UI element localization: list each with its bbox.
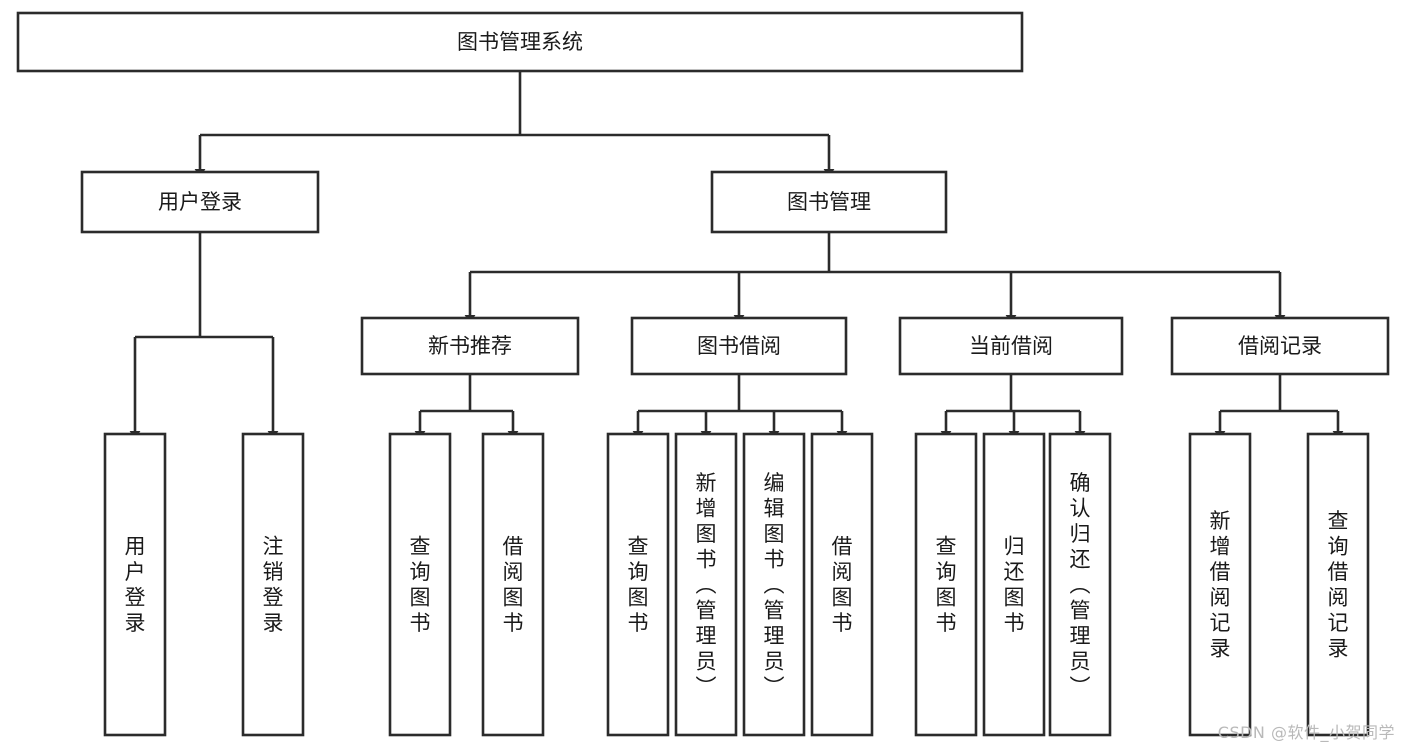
level3-node-借阅记录[interactable]: 借阅记录 xyxy=(1170,316,1390,376)
leaf-node-编辑图书（管理员）-box[interactable] xyxy=(742,432,806,737)
leaf-node-确认归还（管理员）[interactable]: 确认归还︵管理员︶ xyxy=(1048,432,1112,737)
leaf-node-借阅图书-label: 借阅图书 xyxy=(503,535,524,636)
level3-node-借阅记录-box[interactable] xyxy=(1170,316,1390,376)
leaf-node-确认归还（管理员）-label: 确认归还︵管理员︶ xyxy=(1070,471,1091,699)
level3-node-图书借阅-box[interactable] xyxy=(630,316,848,376)
leaf-node-新增图书（管理员）-box[interactable] xyxy=(674,432,738,737)
root-node-图书管理系统-label: 图书管理系统 xyxy=(457,30,583,54)
leaf-node-新增借阅记录-box[interactable] xyxy=(1188,432,1252,737)
level2-node-图书管理-label: 图书管理 xyxy=(787,190,871,214)
leaf-node-新增图书（管理员）-label: 新增图书︵管理员︶ xyxy=(696,471,717,699)
leaf-node-编辑图书（管理员）-label: 编辑图书︵管理员︶ xyxy=(764,471,785,699)
leaf-node-查询图书[interactable]: 查询图书 xyxy=(606,432,670,737)
leaf-node-新增借阅记录-label: 新增借阅记录 xyxy=(1210,509,1231,661)
level3-node-图书借阅[interactable]: 图书借阅 xyxy=(630,316,848,376)
leaf-node-查询图书-box[interactable] xyxy=(914,432,978,737)
level2-node-图书管理-box[interactable] xyxy=(710,170,948,234)
leaf-node-查询图书-box[interactable] xyxy=(388,432,452,737)
leaf-node-查询图书-label: 查询图书 xyxy=(410,535,431,636)
level3-node-图书借阅-label: 图书借阅 xyxy=(697,334,781,358)
leaf-node-查询借阅记录-box[interactable] xyxy=(1306,432,1370,737)
leaf-node-注销登录-box[interactable] xyxy=(241,432,305,737)
leaf-node-借阅图书[interactable]: 借阅图书 xyxy=(481,432,545,737)
leaf-node-编辑图书（管理员）[interactable]: 编辑图书︵管理员︶ xyxy=(742,432,806,737)
leaf-node-借阅图书-label: 借阅图书 xyxy=(832,535,853,636)
leaf-node-用户登录[interactable]: 用户登录 xyxy=(103,432,167,737)
leaf-node-归还图书-box[interactable] xyxy=(982,432,1046,737)
leaf-node-查询图书[interactable]: 查询图书 xyxy=(914,432,978,737)
nodes-layer: 图书管理系统用户登录图书管理新书推荐图书借阅当前借阅借阅记录用户登录注销登录查询… xyxy=(16,11,1390,737)
level2-node-用户登录-box[interactable] xyxy=(80,170,320,234)
leaf-node-归还图书[interactable]: 归还图书 xyxy=(982,432,1046,737)
leaf-node-归还图书-label: 归还图书 xyxy=(1004,535,1025,636)
level3-node-新书推荐-box[interactable] xyxy=(360,316,580,376)
leaf-node-查询图书-label: 查询图书 xyxy=(628,535,649,636)
leaf-node-用户登录-label: 用户登录 xyxy=(125,535,146,636)
level3-node-新书推荐[interactable]: 新书推荐 xyxy=(360,316,580,376)
leaf-node-新增图书（管理员）[interactable]: 新增图书︵管理员︶ xyxy=(674,432,738,737)
root-node-图书管理系统[interactable]: 图书管理系统 xyxy=(16,11,1024,73)
leaf-node-查询借阅记录[interactable]: 查询借阅记录 xyxy=(1306,432,1370,737)
level2-node-图书管理[interactable]: 图书管理 xyxy=(710,170,948,234)
leaf-node-新增借阅记录[interactable]: 新增借阅记录 xyxy=(1188,432,1252,737)
leaf-node-注销登录-label: 注销登录 xyxy=(263,535,284,636)
leaf-node-借阅图书-box[interactable] xyxy=(810,432,874,737)
leaf-node-借阅图书-box[interactable] xyxy=(481,432,545,737)
leaf-node-确认归还（管理员）-box[interactable] xyxy=(1048,432,1112,737)
level3-node-当前借阅[interactable]: 当前借阅 xyxy=(898,316,1124,376)
level2-node-用户登录-label: 用户登录 xyxy=(158,190,242,214)
level3-node-新书推荐-label: 新书推荐 xyxy=(428,334,512,358)
leaf-node-查询图书[interactable]: 查询图书 xyxy=(388,432,452,737)
leaf-node-借阅图书[interactable]: 借阅图书 xyxy=(810,432,874,737)
edges-layer xyxy=(129,71,1344,440)
root-node-图书管理系统-box[interactable] xyxy=(16,11,1024,73)
level3-node-当前借阅-label: 当前借阅 xyxy=(969,334,1053,358)
level3-node-当前借阅-box[interactable] xyxy=(898,316,1124,376)
leaf-node-用户登录-box[interactable] xyxy=(103,432,167,737)
leaf-node-查询借阅记录-label: 查询借阅记录 xyxy=(1328,509,1349,661)
level2-node-用户登录[interactable]: 用户登录 xyxy=(80,170,320,234)
leaf-node-注销登录[interactable]: 注销登录 xyxy=(241,432,305,737)
leaf-node-查询图书-box[interactable] xyxy=(606,432,670,737)
level3-node-借阅记录-label: 借阅记录 xyxy=(1238,334,1322,358)
leaf-node-查询图书-label: 查询图书 xyxy=(936,535,957,636)
